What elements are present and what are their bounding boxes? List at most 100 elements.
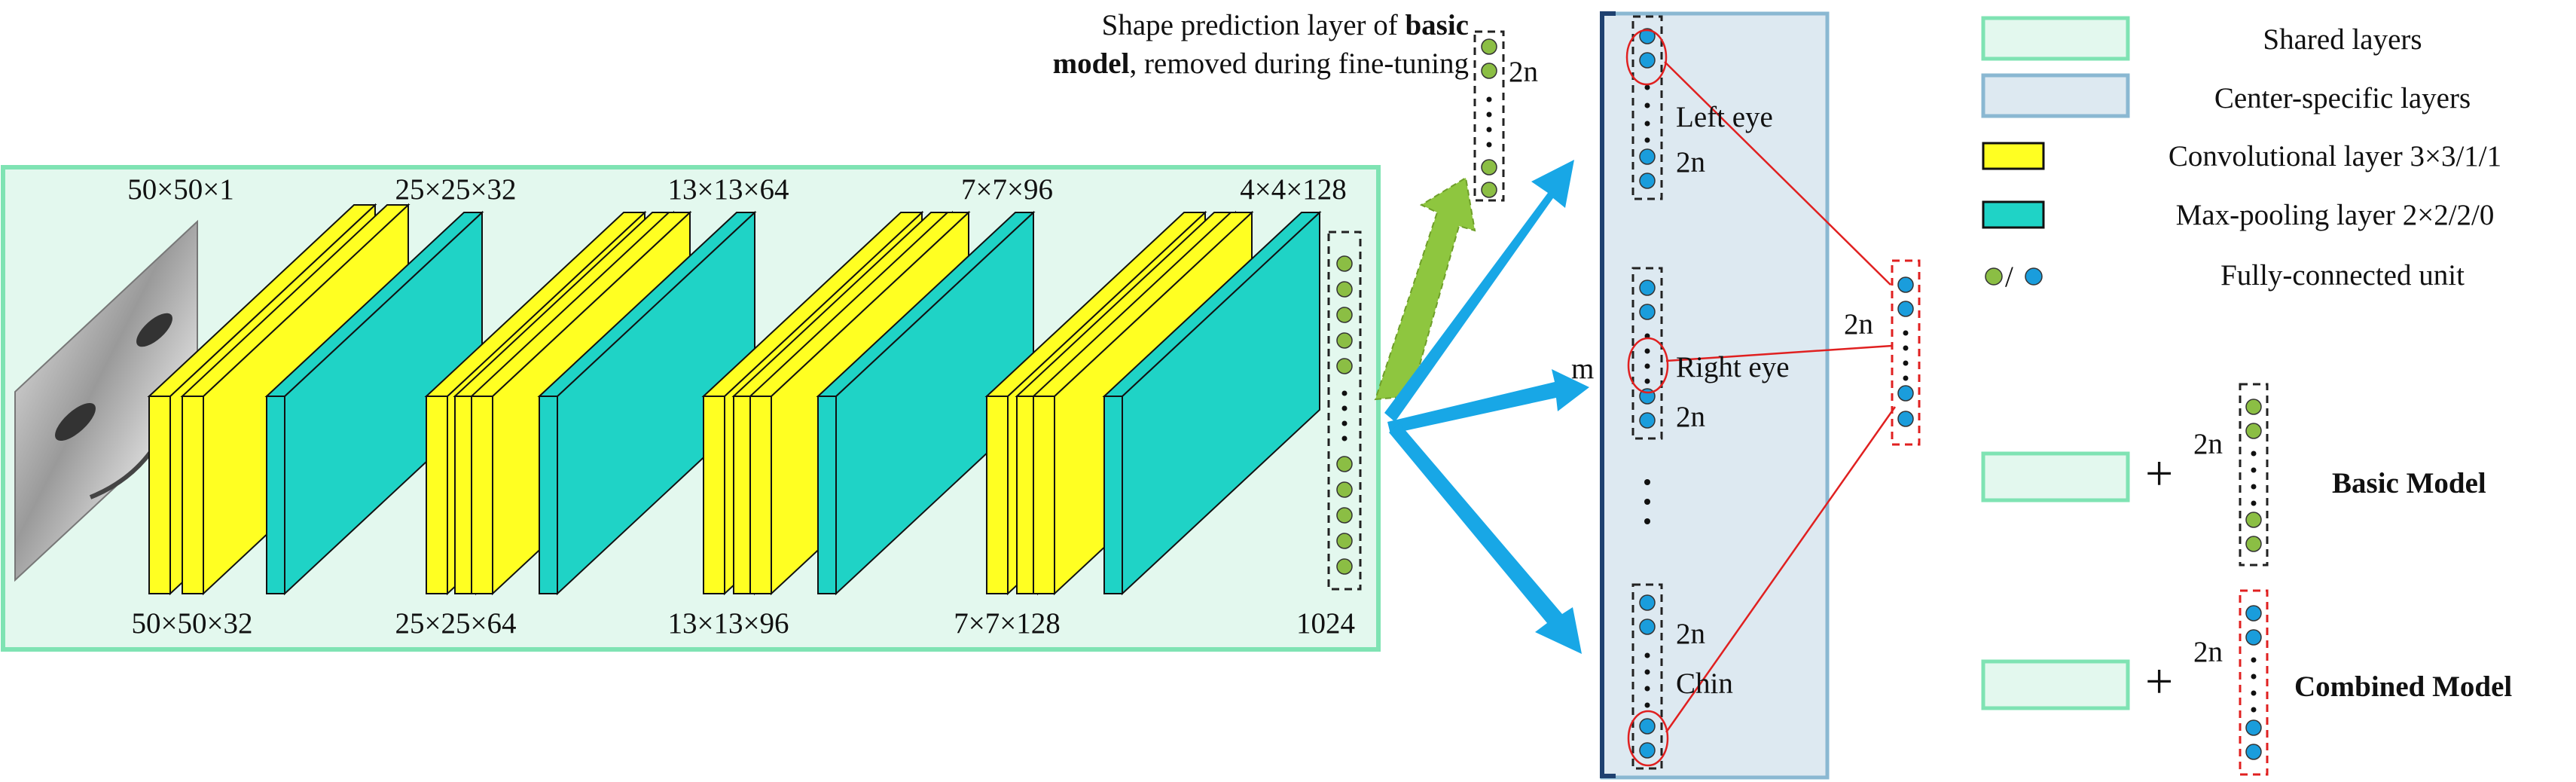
fc-1024-column [1327,231,1362,591]
combined-dot-2 [1903,345,1909,351]
fc-dot-4 [1341,435,1348,441]
fc-dot-2 [1341,405,1348,411]
pool-layer-4-top [1102,212,1322,397]
conv-layer-3-3-front [749,396,772,594]
conv-layer-2-1-top [424,212,647,397]
shape-prediction-caption: Shape prediction layer of basic model, r… [889,6,1469,84]
center-group-2-dot-4 [1644,378,1650,384]
basic-model-swatch [1981,451,2130,502]
fc-size-label: 1024 [1296,607,1355,640]
center-group-3-frame [1631,583,1663,770]
legend-blue-unit [2025,267,2043,286]
center-ellipsis-dot-3 [1644,518,1650,524]
fc-unit-9 [1336,533,1353,549]
combined-dot-3 [1903,360,1909,366]
conv-layer-2-3-top [469,212,692,397]
combined-model-unit-3 [2245,719,2262,736]
left-eye-label: Left eye [1676,101,1773,133]
center-group-3-unit-1 [1639,594,1656,611]
conv-layer-3-1-front [703,396,725,594]
basic-model-plus: + [2145,446,2174,501]
legend-conv-swatch [1982,142,2045,170]
pool-layer-1-top [264,212,484,397]
combined-dot-1 [1903,330,1909,336]
center-group-2-unit-1 [1639,280,1656,296]
stage1-bottom-label: 25×25×64 [395,607,517,640]
legend-models [1981,383,2269,776]
pool-layer-2-top [537,212,757,397]
center-group-3-dot-4 [1644,702,1650,708]
legend-conv-label: Convolutional layer 3×3/1/1 [2168,140,2502,173]
pool-layer-1 [264,210,484,596]
combined-unit-2 [1897,301,1914,317]
conv-layer-4-3-front [1033,396,1055,594]
conv-pool-stacks [147,203,1322,596]
shape-dot-1 [1486,96,1492,102]
legend-green-unit [1985,267,2003,286]
fc-unit-10 [1336,558,1353,575]
center-group-3-dot-1 [1644,652,1650,658]
combined-model-dot-3 [2251,690,2257,696]
legend-pool-swatch [1982,200,2045,229]
stage3-bottom-label: 7×7×128 [954,607,1061,640]
caption-bold-basic: basic [1405,9,1469,41]
blue-arrows [1384,160,1589,654]
center-group-2-unit-2 [1639,304,1656,320]
combined-dot-4 [1903,375,1909,381]
combined-model-unit-1 [2245,605,2262,622]
center-bracket [1600,11,1616,778]
combined-unit-4 [1897,411,1914,427]
conv-layer-4-1-front [986,396,1009,594]
basic-model-dot-1 [2251,451,2257,457]
conv-layer-2-3-front [471,396,493,594]
chin-label: Chin [1676,667,1733,700]
legend-center-swatch [1981,73,2130,118]
basic-model-unit-4 [2245,536,2262,552]
center-group-2-dot-3 [1644,363,1650,369]
shape-dot-2 [1486,111,1492,118]
center-group-3-dot-3 [1644,686,1650,692]
conv-layer-3-3-top [748,212,971,397]
conv-layer-1-2-front [182,396,204,594]
pool-layer-4-front [1103,396,1123,594]
combined-model-plus: + [2145,654,2174,709]
fc-unit-8 [1336,507,1353,524]
center-ellipsis-dot-1 [1644,479,1650,485]
center-group-2-dot-1 [1644,333,1650,339]
combined-model-dot-4 [2251,707,2257,713]
combined-model-dot-2 [2251,674,2257,680]
pool-layer-3 [816,210,1036,596]
shape-prediction-column [1473,30,1505,202]
center-group-3-unit-2 [1639,619,1656,635]
fc-unit-2 [1336,281,1353,298]
caption-prefix: Shape prediction layer of [1101,9,1406,41]
center-group-2-dot-2 [1644,348,1650,354]
center-group-1-unit-1 [1639,28,1656,44]
caption-suffix: , removed during fine-tuning [1129,47,1469,81]
basic-model-unit-1 [2245,399,2262,415]
conv-layer-4-1-top [984,212,1207,397]
pool-layer-3-top [816,212,1036,397]
input-feature-label: 50×50×32 [131,607,253,640]
center-group-3-dot-2 [1644,669,1650,675]
basic-model-unit-2 [2245,423,2262,439]
basic-model-dot-4 [2251,500,2257,506]
center-group-1-unit-2 [1639,52,1656,69]
caption-bold-model: model [1052,47,1130,81]
basic-model-unit-3 [2245,512,2262,528]
basic-model-size: 2n [2193,428,2223,460]
fc-unit-6 [1336,456,1353,472]
fc-dot-1 [1341,390,1348,396]
legend-swatches [1981,16,2130,286]
combined-unit-3 [1897,385,1914,402]
shape-unit-1 [1481,38,1497,55]
chin-size: 2n [1676,618,1705,650]
legend-unit-separator: / [2005,261,2013,293]
center-group-1-dot-1 [1644,84,1650,90]
conv-layer-1-1-top [147,204,377,397]
fc-unit-7 [1336,481,1353,498]
center-group-2-frame [1631,267,1663,440]
stage2-top-label: 13×13×64 [667,173,789,206]
center-ellipsis-dot-2 [1644,499,1650,505]
combined-unit-1 [1897,276,1914,293]
